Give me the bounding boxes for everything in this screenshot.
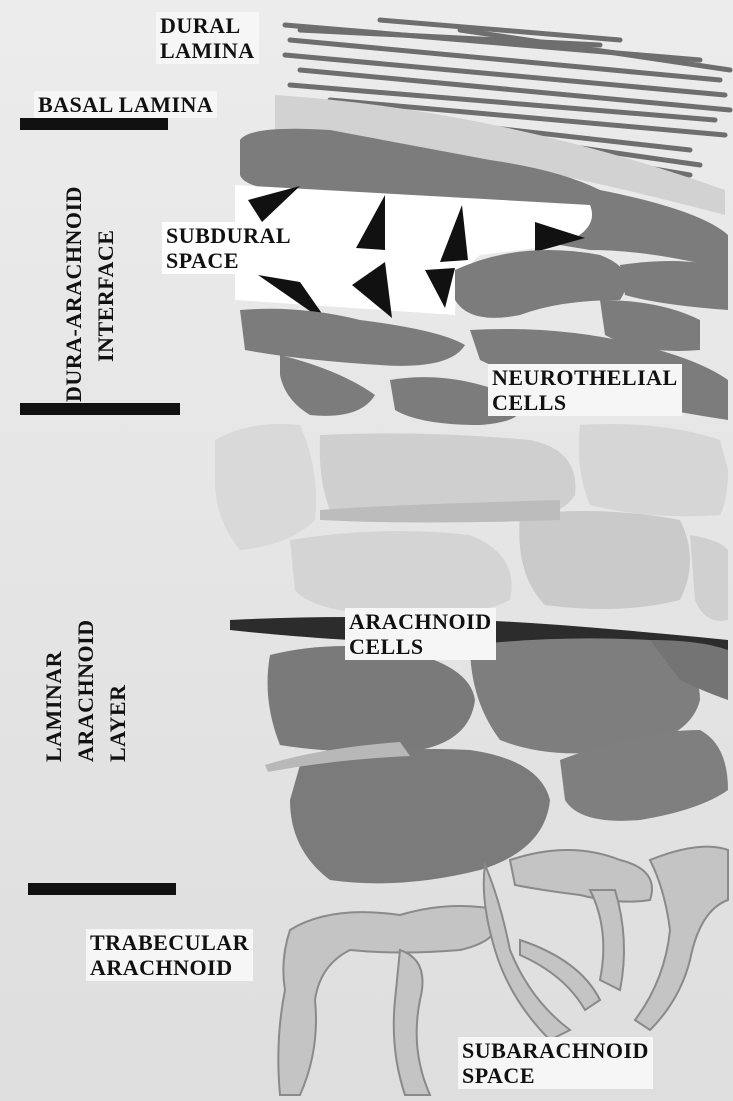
boundary-bar [20,403,180,415]
label-line: ARACHNOID [90,955,249,980]
label-line: SPACE [462,1063,649,1088]
label-subarachnoid-space: SUBARACHNOID SPACE [458,1037,653,1089]
label-line: INTERFACE [94,186,118,402]
label-line: DURA-ARACHNOID [62,186,86,402]
label-line: NEUROTHELIAL [492,365,678,390]
label-line: ARACHNOID [74,619,98,762]
label-line: ARACHNOID [349,609,492,634]
boundary-bar [20,118,168,130]
label-line: SUBDURAL [166,223,291,248]
label-trabecular-arachnoid: TRABECULAR ARACHNOID [86,929,253,981]
label-line: LAYER [106,619,130,762]
label-line: CELLS [349,634,492,659]
label-line: LAMINA [160,38,255,63]
label-neurothelial-cells: NEUROTHELIAL CELLS [488,364,682,416]
label-dural-lamina: DURAL LAMINA [156,12,259,64]
label-line: LAMINAR [42,619,66,762]
boundary-bar [28,883,176,895]
label-dura-arachnoid-interface: DURA-ARACHNOID INTERFACE [62,186,118,402]
label-line: DURAL [160,13,255,38]
label-basal-lamina: BASAL LAMINA [34,91,217,118]
label-line: SPACE [166,248,291,273]
label-line: TRABECULAR [90,930,249,955]
label-line: CELLS [492,390,678,415]
label-subdural-space: SUBDURAL SPACE [162,222,295,274]
label-arachnoid-cells: ARACHNOID CELLS [345,608,496,660]
label-laminar-arachnoid-layer: LAMINAR ARACHNOID LAYER [42,619,130,762]
label-line: SUBARACHNOID [462,1038,649,1063]
